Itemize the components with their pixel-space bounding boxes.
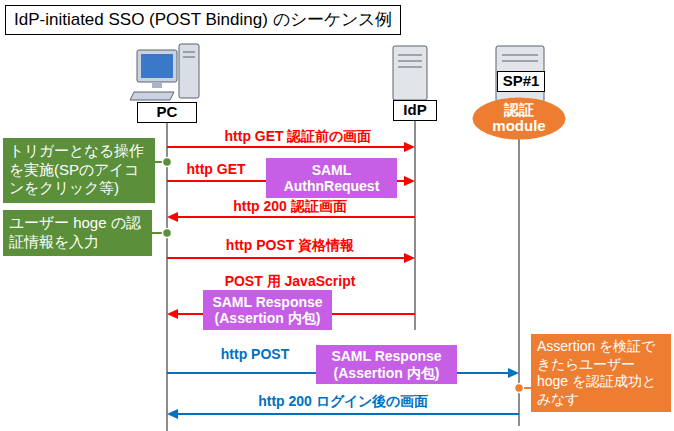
arrow-head bbox=[167, 409, 178, 419]
note-box: Assertion を検証できたらユーザー hoge を認証成功とみなす bbox=[531, 334, 671, 412]
message-box: SAML AuthnRequest bbox=[266, 158, 397, 198]
message-label: http 200 ログイン後の画面 bbox=[258, 393, 428, 409]
actor-label: SP#1 bbox=[497, 71, 545, 92]
diagram-title: IdP-initiated SSO (POST Binding) のシーケンス例 bbox=[5, 5, 401, 35]
leader-dot bbox=[515, 384, 524, 393]
leader-dot bbox=[163, 158, 172, 167]
message-label: http 200 認証画面 bbox=[233, 198, 347, 214]
pc-tower bbox=[183, 52, 195, 53]
arrow-line bbox=[167, 257, 405, 259]
node-text: SAML AuthnRequest bbox=[272, 162, 391, 194]
message-label: http GET bbox=[186, 161, 245, 177]
arrow-head bbox=[404, 142, 415, 152]
pc-stand bbox=[152, 82, 162, 88]
node-text: SAML Response (Assertion 内包) bbox=[322, 348, 451, 380]
lifeline bbox=[166, 122, 167, 431]
pc-tower bbox=[179, 44, 199, 98]
server-icon bbox=[398, 61, 422, 62]
message-arrow bbox=[167, 409, 519, 419]
note-box: トリガーとなる操作を実施(SPのアイコンをクリック等) bbox=[3, 138, 155, 203]
actor-label: IdP bbox=[393, 100, 437, 121]
arrow-head bbox=[167, 212, 178, 222]
note-box: ユーザー hoge の認証情報を入力 bbox=[3, 210, 152, 256]
ellipse-shape bbox=[473, 97, 566, 139]
module-ellipse: 認証 module bbox=[472, 97, 566, 140]
message-label: http POST 資格情報 bbox=[226, 237, 354, 253]
node-text: PC bbox=[157, 104, 178, 121]
arrow-line bbox=[167, 146, 405, 148]
server-icon bbox=[502, 55, 538, 56]
message-box: SAML Response (Assertion 内包) bbox=[316, 345, 457, 384]
arrow-head bbox=[167, 309, 178, 319]
server-icon bbox=[393, 46, 427, 100]
node-text: Assertion を検証できたらユーザー hoge を認証成功とみなす bbox=[537, 338, 665, 408]
server-icon bbox=[502, 61, 538, 62]
lifeline bbox=[414, 120, 415, 330]
message-arrow bbox=[167, 253, 415, 263]
node-text: 認証 module bbox=[486, 102, 552, 135]
server-icon bbox=[496, 46, 544, 102]
node-text: SP#1 bbox=[503, 73, 540, 90]
message-box: SAML Response (Assertion 内包) bbox=[203, 290, 332, 330]
node-text: ユーザー hoge の認証情報を入力 bbox=[9, 214, 146, 252]
node-text: IdP bbox=[403, 102, 426, 119]
node-text: SAML Response (Assertion 内包) bbox=[209, 294, 326, 326]
lifeline bbox=[518, 137, 519, 426]
arrow-line bbox=[177, 413, 519, 415]
message-label: POST 用 JavaScript bbox=[225, 273, 356, 289]
pc-screen bbox=[141, 54, 173, 78]
server-icon bbox=[398, 67, 422, 68]
arrow-head bbox=[404, 253, 415, 263]
server-icon bbox=[398, 55, 422, 56]
leader-dot bbox=[163, 229, 172, 238]
pc-tower bbox=[183, 57, 195, 58]
message-label: http GET 認証前の画面 bbox=[225, 128, 372, 144]
pc-monitor bbox=[137, 50, 177, 82]
arrow-head bbox=[404, 176, 415, 186]
node-text: トリガーとなる操作を実施(SPのアイコンをクリック等) bbox=[9, 142, 149, 198]
actor-label: PC bbox=[137, 102, 197, 123]
arrow-head bbox=[508, 368, 519, 378]
pc-keyboard bbox=[130, 92, 174, 100]
message-label: http POST bbox=[221, 346, 289, 362]
arrow-line bbox=[177, 216, 415, 218]
